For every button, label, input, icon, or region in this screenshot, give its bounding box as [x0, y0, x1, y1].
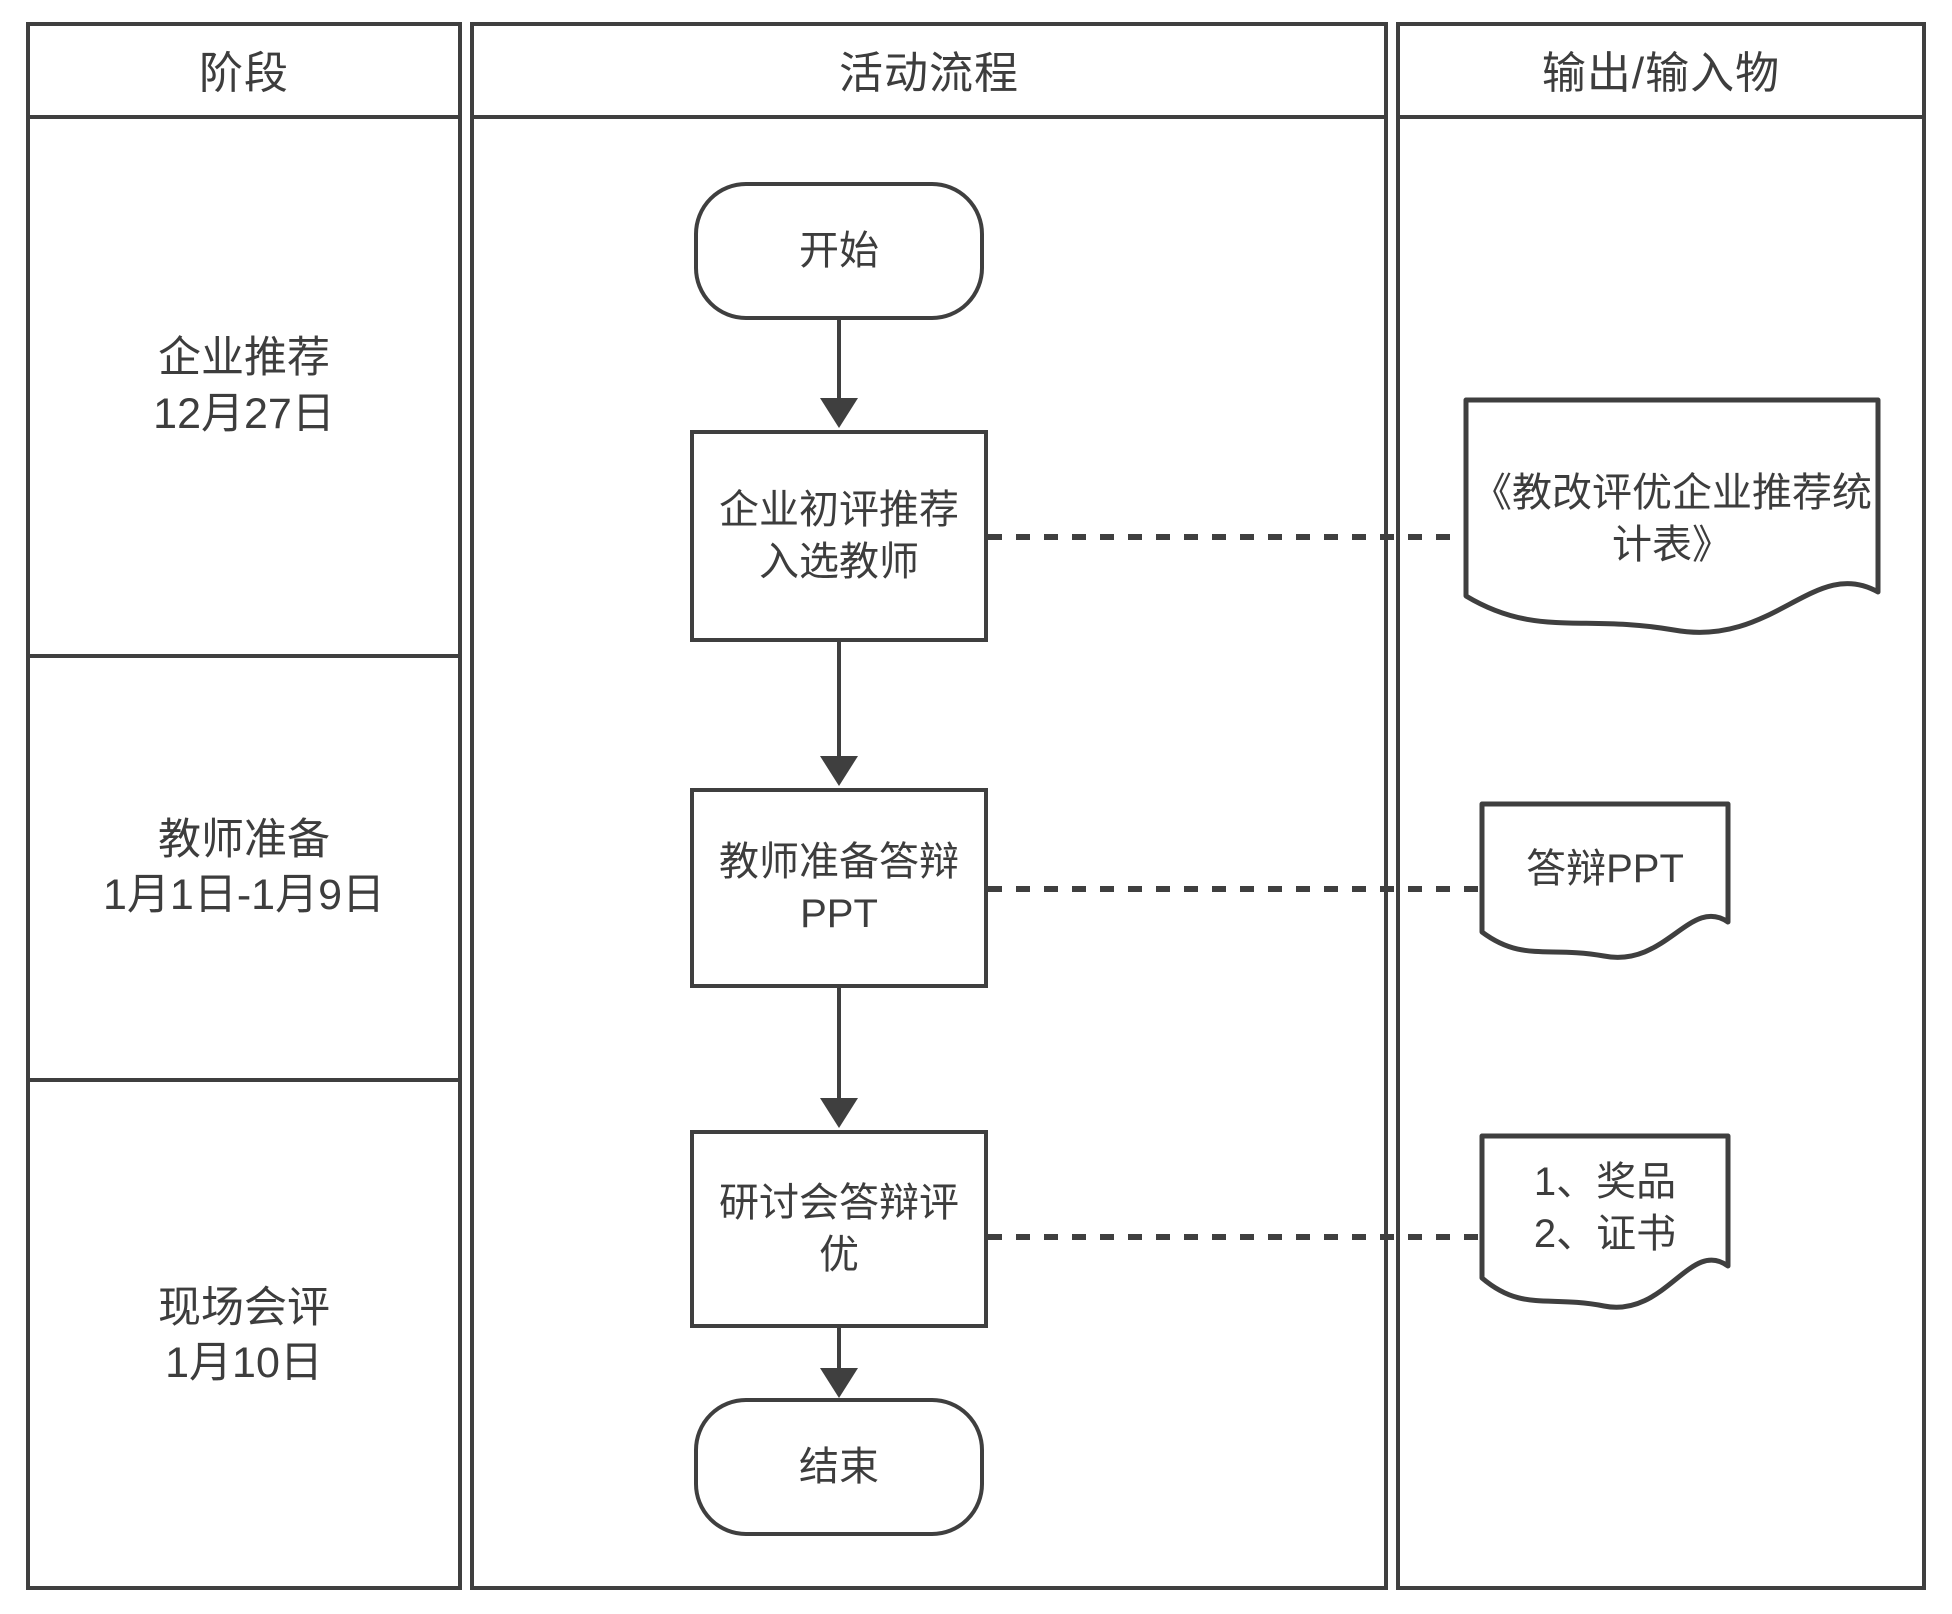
flow-node-end-label: 结束 [799, 1445, 879, 1489]
flow-node-step1-label: 企业初评推荐 入选教师 [719, 488, 959, 584]
dotted-link-step1-to-doc1 [988, 534, 1484, 540]
stage-3-date: 1月10日 [165, 1339, 323, 1387]
arrow-start-to-step1-line [837, 320, 841, 402]
document-doc3[interactable]: 1、奖品 2、证书 [1478, 1132, 1732, 1310]
arrow-step2-to-step3-line [837, 988, 841, 1100]
column-header-outputs: 输出/输入物 [1396, 22, 1926, 115]
document-shape-icon [1479, 1133, 1731, 1310]
stage-column-frame [26, 22, 462, 1590]
dotted-link-step2-to-doc2 [988, 886, 1484, 892]
outputs-column-frame [1396, 22, 1926, 1590]
stage-row-divider-2 [26, 1078, 462, 1082]
stage-row-divider-1 [26, 654, 462, 658]
document-doc3-label: 1、奖品 2、证书 [1533, 1160, 1677, 1256]
column-header-stage-label: 阶段 [199, 48, 289, 98]
document-doc1-label: 《教改评优企业推荐统 计表》 [1472, 471, 1872, 567]
flow-column-frame [470, 22, 1388, 1590]
flow-node-start-label: 开始 [799, 229, 879, 273]
outputs-header-divider [1396, 115, 1926, 119]
document-doc2[interactable]: 答辩PPT [1478, 800, 1732, 960]
document-doc1[interactable]: 《教改评优企业推荐统 计表》 [1462, 396, 1882, 636]
stage-cell-3: 现场会评 1月10日 [26, 1082, 462, 1590]
arrow-step3-to-end-head [820, 1368, 858, 1398]
column-header-flow-label: 活动流程 [839, 48, 1019, 98]
flow-node-end[interactable]: 结束 [694, 1398, 984, 1536]
column-header-stage: 阶段 [26, 22, 462, 115]
flow-node-step1[interactable]: 企业初评推荐 入选教师 [690, 430, 988, 642]
document-shape-icon [1479, 801, 1731, 960]
arrow-step1-to-step2-line [837, 642, 841, 758]
column-header-flow: 活动流程 [470, 22, 1388, 115]
flow-node-start[interactable]: 开始 [694, 182, 984, 320]
flow-node-step3[interactable]: 研讨会答辩评 优 [690, 1130, 988, 1328]
column-header-outputs-label: 输出/输入物 [1541, 48, 1781, 98]
stage-header-divider [26, 115, 462, 119]
stage-cell-1: 企业推荐 12月27日 [26, 119, 462, 654]
arrow-step1-to-step2-head [820, 756, 858, 786]
arrow-step2-to-step3-head [820, 1098, 858, 1128]
document-doc2-label: 答辩PPT [1526, 847, 1684, 891]
stage-1-name: 企业推荐 [158, 334, 330, 383]
flow-node-step3-label: 研讨会答辩评 优 [719, 1181, 959, 1277]
stage-2-name: 教师准备 [158, 815, 330, 864]
dotted-link-step3-to-doc3 [988, 1234, 1484, 1240]
stage-cell-2: 教师准备 1月1日-1月9日 [26, 658, 462, 1078]
stage-2-date: 1月1日-1月9日 [103, 871, 385, 919]
document-shape-icon [1463, 397, 1881, 635]
stage-1-date: 12月27日 [153, 389, 335, 438]
flow-header-divider [470, 115, 1388, 119]
arrow-step3-to-end-line [837, 1328, 841, 1370]
stage-3-name: 现场会评 [158, 1283, 330, 1332]
flow-node-step2-label: 教师准备答辩 PPT [719, 840, 959, 936]
arrow-start-to-step1-head [820, 398, 858, 428]
flow-node-step2[interactable]: 教师准备答辩 PPT [690, 788, 988, 988]
